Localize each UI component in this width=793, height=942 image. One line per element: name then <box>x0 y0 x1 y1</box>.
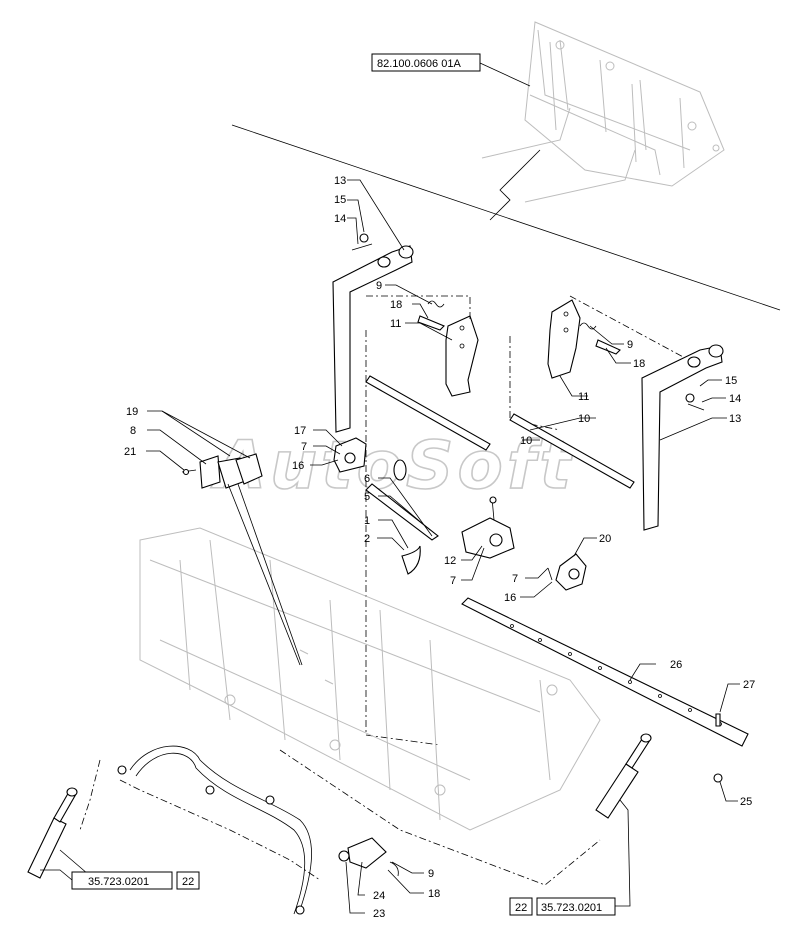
callout-26: 26 <box>670 659 682 671</box>
callout-11: 11 <box>578 391 589 403</box>
fork-tine-right <box>641 344 724 531</box>
callout-10: 10 <box>578 413 590 425</box>
locking-pin <box>365 483 439 541</box>
pin-head <box>393 459 407 481</box>
callout-9: 9 <box>627 339 633 351</box>
hydraulic-cylinder-left <box>27 787 78 879</box>
callout-6: 6 <box>364 473 370 485</box>
hydraulic-cylinder-right <box>595 733 652 819</box>
callout-24: 24 <box>373 890 385 902</box>
reference-box-bottom-right[interactable]: 22 35.723.0201 <box>509 897 616 916</box>
hanger-bracket-left <box>417 300 479 397</box>
callout-8: 8 <box>130 425 136 437</box>
callout-14: 14 <box>729 393 741 405</box>
callout-7: 7 <box>512 573 518 585</box>
callout-9: 9 <box>428 868 434 880</box>
svg-text:82.100.0606 01A: 82.100.0606 01A <box>377 58 461 70</box>
spring-clip <box>401 545 421 575</box>
callout-18: 18 <box>428 888 440 900</box>
callout-18: 18 <box>390 299 402 311</box>
leader-lines <box>40 179 740 914</box>
callout-19: 19 <box>126 406 138 418</box>
callout-25: 25 <box>740 796 752 808</box>
hydraulic-hoses <box>79 745 321 915</box>
callout-7: 7 <box>450 575 456 587</box>
alignment-line <box>366 295 471 320</box>
callout-21: 21 <box>124 446 136 458</box>
cutting-edge <box>461 597 749 747</box>
latch-body <box>461 496 515 559</box>
watermark-text: AutoSoft <box>210 427 575 504</box>
callout-13: 13 <box>334 175 346 187</box>
callout-18: 18 <box>633 358 645 370</box>
svg-text:35.723.0201: 35.723.0201 <box>541 902 602 914</box>
fork-tine-left <box>332 233 414 433</box>
hanger-bracket-right <box>547 299 621 379</box>
callout-7: 7 <box>301 441 307 453</box>
callout-27: 27 <box>743 679 755 691</box>
reference-box-bottom-left[interactable]: 35.723.0201 22 <box>71 871 200 890</box>
callout-10: 10 <box>520 435 532 447</box>
alignment-line <box>569 295 701 367</box>
fork-bucket-overview-drawing <box>481 21 725 203</box>
bolt <box>715 713 721 727</box>
callout-1: 1 <box>364 515 370 527</box>
callout-16: 16 <box>504 592 516 604</box>
callout-labels: 13 15 14 9 18 11 9 18 11 15 14 13 10 10 … <box>124 175 755 920</box>
section-divider-line <box>231 124 781 311</box>
reference-box-top[interactable]: 82.100.0606 01A <box>371 53 531 87</box>
callout-17: 17 <box>294 425 306 437</box>
callout-20: 20 <box>599 533 611 545</box>
callout-16: 16 <box>292 460 304 472</box>
shaft-rods <box>365 375 635 489</box>
bucket-main-drawing <box>139 527 601 831</box>
svg-text:35.723.0201: 35.723.0201 <box>88 876 149 888</box>
callout-11: 11 <box>390 318 401 330</box>
svg-text:22: 22 <box>515 902 527 914</box>
callout-2: 2 <box>364 533 370 545</box>
callout-15: 15 <box>334 194 346 206</box>
break-line <box>489 149 541 221</box>
callout-9: 9 <box>376 280 382 292</box>
callout-14: 14 <box>334 213 346 225</box>
callout-23: 23 <box>373 908 385 920</box>
latch-bracket <box>333 437 367 473</box>
callout-13: 13 <box>729 413 741 425</box>
callout-5: 5 <box>364 491 370 503</box>
alignment-line <box>365 330 441 746</box>
bottom-latch <box>279 749 601 886</box>
nut <box>713 773 723 783</box>
callout-15: 15 <box>725 375 737 387</box>
hook-assembly-left <box>181 453 263 489</box>
lock-lever <box>547 553 587 591</box>
callout-12: 12 <box>444 555 456 567</box>
svg-text:22: 22 <box>182 876 194 888</box>
